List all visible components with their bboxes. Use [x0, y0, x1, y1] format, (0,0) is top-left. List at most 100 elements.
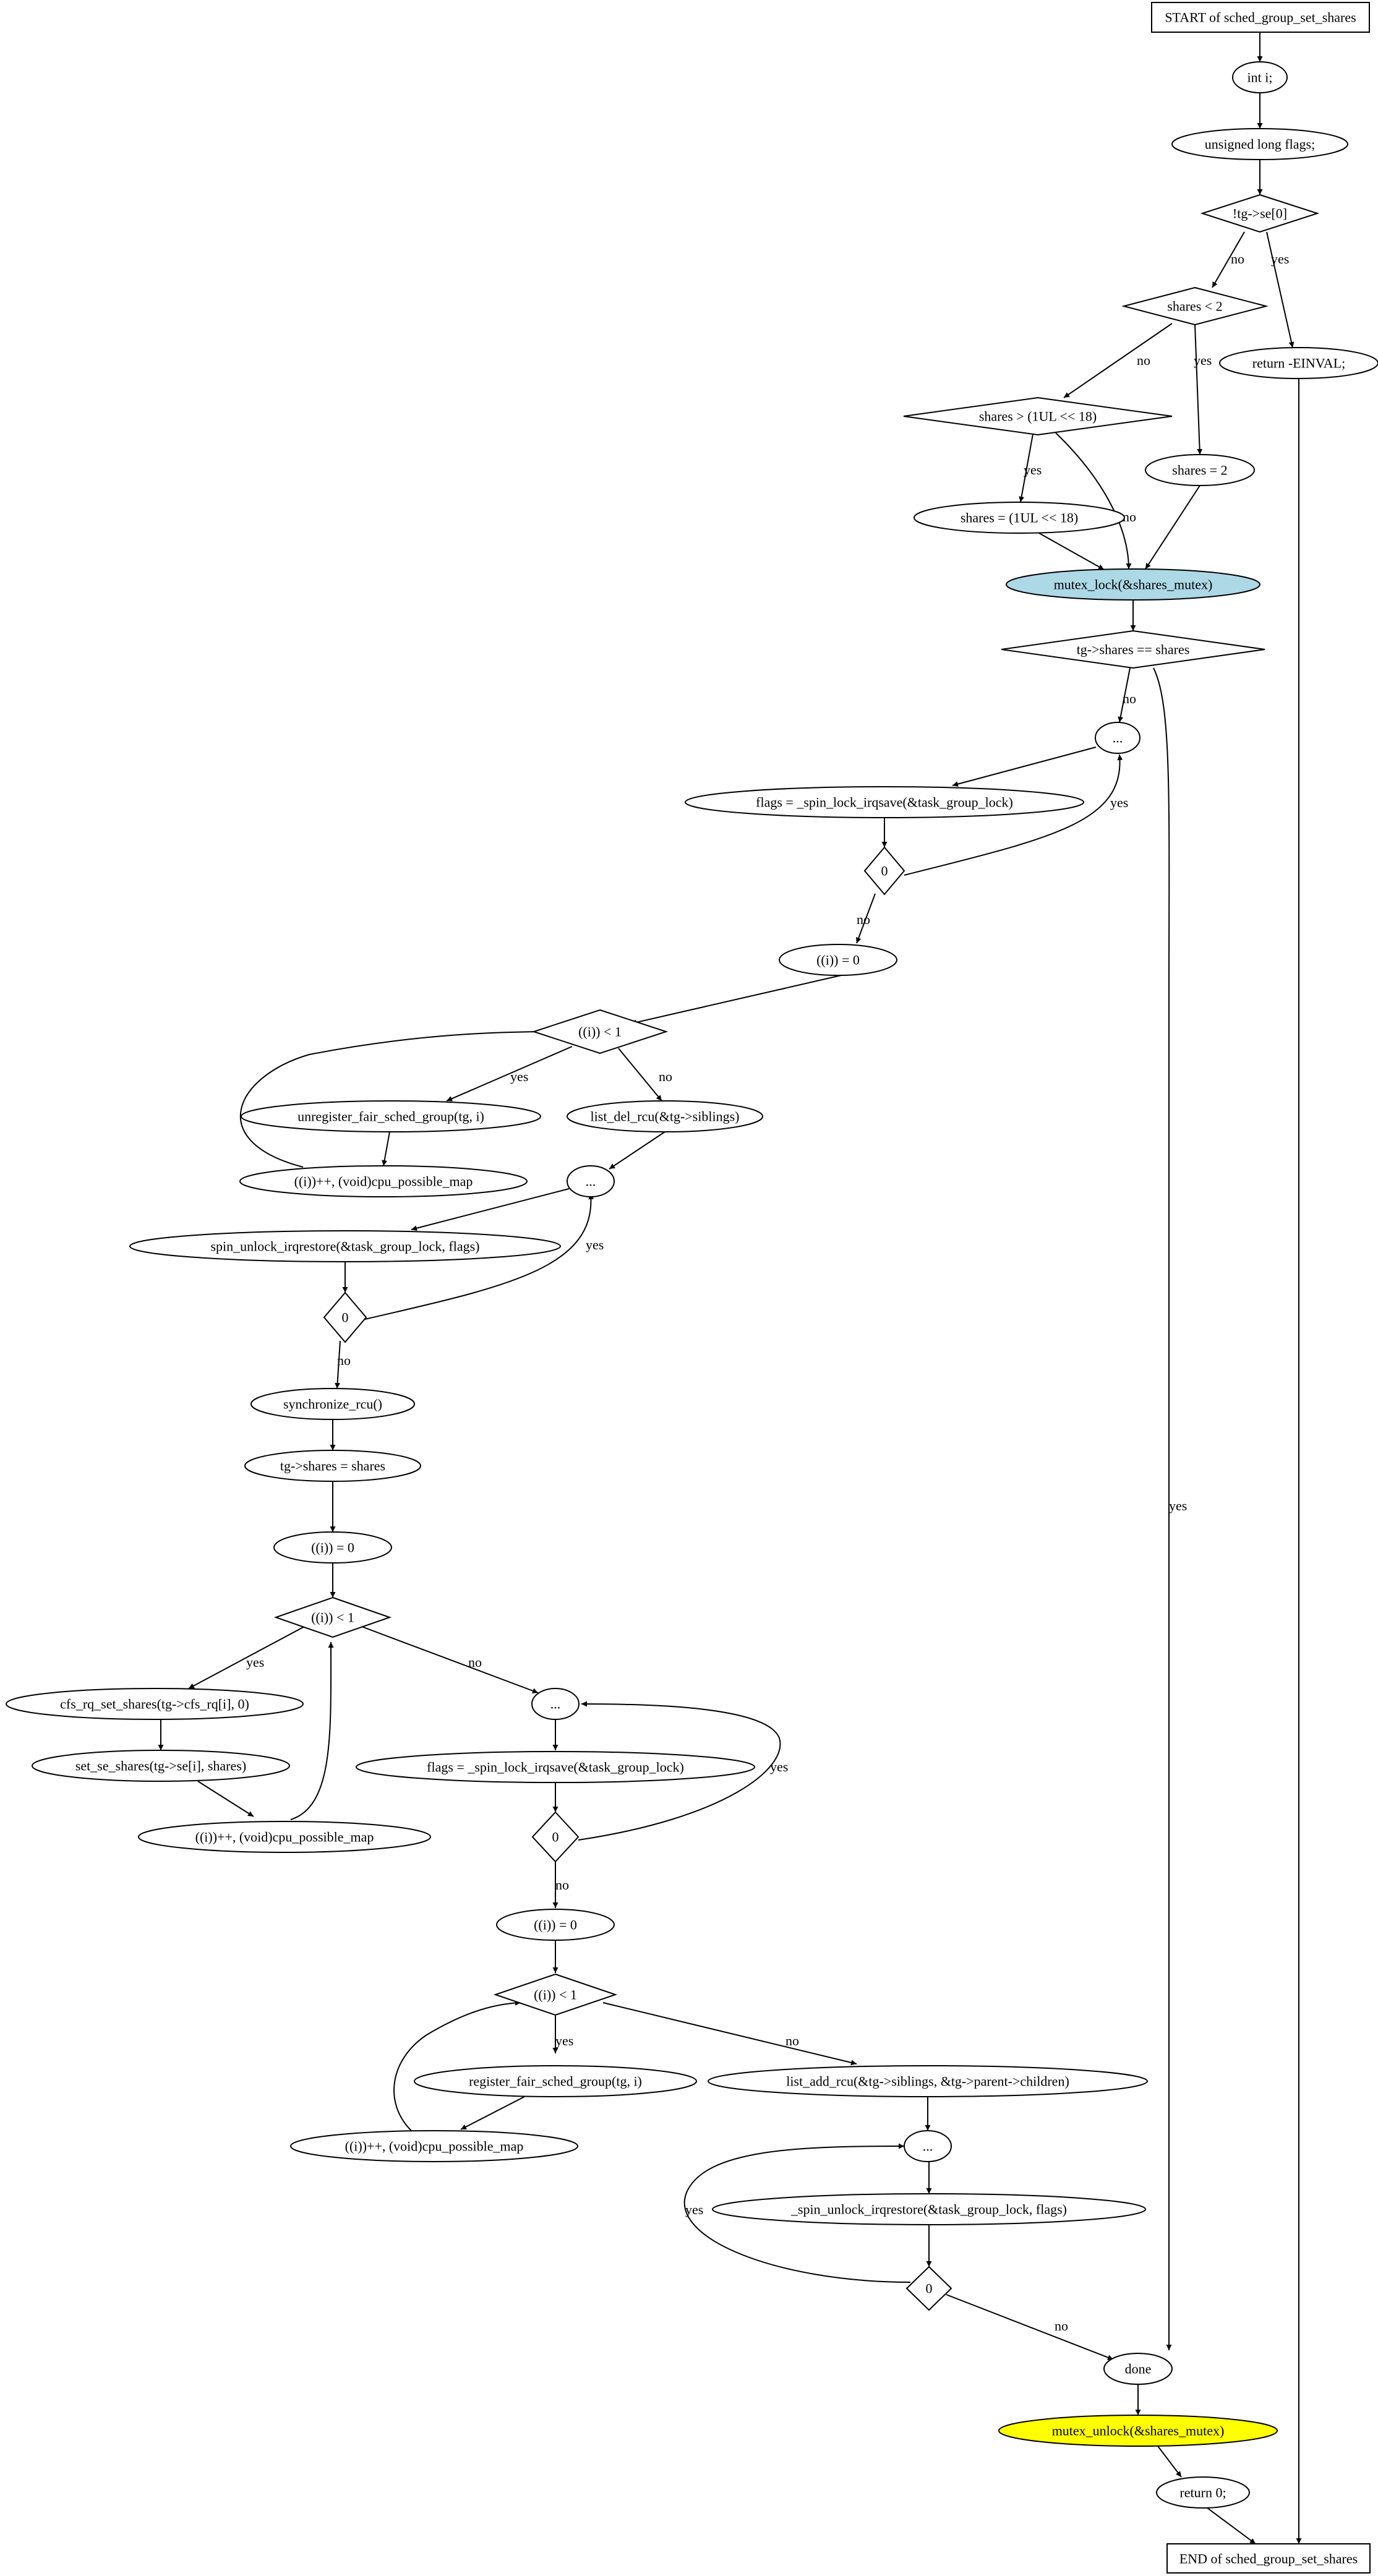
edge-condse-yes	[1266, 231, 1295, 348]
edge-labels: no yes no yes yes no no yes no yes no ye…	[246, 251, 1289, 2334]
edge-label-yes: yes	[1271, 251, 1289, 267]
cond-gt-node: shares > (1UL << 18)	[903, 396, 1173, 436]
dots1-node: ...	[1095, 722, 1140, 754]
dots3-node: ...	[531, 1688, 580, 1720]
edge-label-yes: yes	[510, 1069, 528, 1084]
cond-i1-label: ((i)) < 1	[578, 1024, 622, 1040]
edge-zero4-yes	[683, 2143, 911, 2283]
edge-label-yes: yes	[1194, 353, 1212, 368]
done-label: done	[1125, 2361, 1152, 2377]
edge-label-yes: yes	[555, 2033, 573, 2048]
edge-label-yes: yes	[1024, 462, 1042, 477]
spin-save2-node: flags = _spin_lock_irqsave(&task_group_l…	[356, 1751, 755, 1783]
edge-label-no: no	[785, 2033, 799, 2048]
edge-zero1-no	[855, 893, 876, 944]
edge-lt2-yes	[1194, 324, 1203, 455]
edge-set2-lock	[1145, 485, 1200, 570]
tg-shares-node: tg->shares = shares	[244, 1450, 421, 1482]
edge-setse-inc2	[197, 1781, 254, 1817]
end-label: END of sched_group_set_shares	[1179, 2551, 1358, 2567]
list-add-label: list_add_rcu(&tg->siblings, &tg->parent-…	[786, 2074, 1069, 2089]
done-node: done	[1103, 2353, 1173, 2385]
zero4-node: 0	[905, 2266, 952, 2311]
i0-3-node: ((i)) = 0	[496, 1909, 615, 1941]
list-add-node: list_add_rcu(&tg->siblings, &tg->parent-…	[708, 2065, 1148, 2097]
cond-eq-node: tg->shares == shares	[1001, 630, 1265, 669]
inc1-node: ((i))++, (void)cpu_possible_map	[239, 1165, 528, 1197]
edge-label-yes: yes	[685, 2202, 703, 2217]
cond-i1-node: ((i)) < 1	[531, 1009, 669, 1055]
list-del-label: list_del_rcu(&tg->siblings)	[591, 1109, 740, 1124]
edge-condi3-no	[602, 2002, 857, 2066]
zero2-node: 0	[323, 1291, 367, 1343]
set-max-node: shares = (1UL << 18)	[914, 502, 1125, 534]
edge-zero4-no	[946, 2294, 1114, 2360]
edge-register-inc3	[460, 2096, 525, 2130]
edge-label-yes: yes	[586, 1237, 604, 1252]
edge-gt-yes	[1019, 434, 1034, 503]
mutex-unlock-node: mutex_unlock(&shares_mutex)	[998, 2415, 1278, 2447]
cond-lt2-label: shares < 2	[1167, 299, 1222, 314]
spin-restore2-node: _spin_unlock_irqrestore(&task_group_lock…	[712, 2193, 1146, 2225]
edge-label-no: no	[1231, 251, 1244, 267]
set-se-label: set_se_shares(tg->se[i], shares)	[75, 1758, 246, 1774]
cond-gt-label: shares > (1UL << 18)	[979, 409, 1097, 424]
edge-unlock-ret0	[1157, 2445, 1182, 2478]
edge-condi2-no	[361, 1626, 539, 1694]
i0-2-node: ((i)) = 0	[273, 1531, 392, 1564]
edge-zero2-no	[335, 1340, 341, 1389]
mutex-lock-node: mutex_lock(&shares_mutex)	[1006, 568, 1260, 601]
edge-label-no: no	[555, 1877, 569, 1893]
cond-lt2-node: shares < 2	[1121, 286, 1269, 326]
edge-label-no: no	[857, 912, 870, 927]
set-max-label: shares = (1UL << 18)	[961, 510, 1078, 526]
int-i-label: int i;	[1247, 70, 1273, 85]
cfs-rq-node: cfs_rq_set_shares(tg->cfs_rq[i], 0)	[6, 1688, 304, 1720]
ret0-node: return 0;	[1156, 2476, 1250, 2509]
ret0-label: return 0;	[1179, 2485, 1226, 2501]
inc2-node: ((i))++, (void)cpu_possible_map	[138, 1821, 431, 1853]
edge-condi1-no	[618, 1048, 662, 1102]
inc1-label: ((i))++, (void)cpu_possible_map	[294, 1174, 473, 1189]
zero3-node: 0	[531, 1811, 580, 1863]
edge-label-yes: yes	[1110, 795, 1128, 810]
cond-se-label: !tg->se[0]	[1233, 206, 1287, 221]
edge-inc3-condi3	[393, 2000, 521, 2131]
inc3-node: ((i))++, (void)cpu_possible_map	[290, 2130, 578, 2162]
cond-eq-label: tg->shares == shares	[1077, 642, 1190, 657]
edge-inc1-condi1	[239, 1029, 554, 1168]
ret-einval-node: return -EINVAL;	[1219, 347, 1378, 379]
tg-shares-label: tg->shares = shares	[280, 1458, 385, 1474]
edge-label-no: no	[337, 1353, 351, 1368]
edge-inc2-condi2	[290, 1641, 334, 1820]
set2-node: shares = 2	[1145, 454, 1255, 486]
edge-condse-no	[1212, 231, 1245, 288]
set2-label: shares = 2	[1172, 463, 1227, 478]
dots2-label: ...	[586, 1174, 596, 1189]
register-node: register_fair_sched_group(tg, i)	[414, 2065, 697, 2097]
cfs-rq-label: cfs_rq_set_shares(tg->cfs_rq[i], 0)	[60, 1697, 249, 1712]
dots4-node: ...	[904, 2130, 952, 2162]
spin-save1-node: flags = _spin_lock_irqsave(&task_group_l…	[685, 786, 1084, 818]
edge-ret0-end	[1207, 2507, 1256, 2544]
i0-1-label: ((i)) = 0	[816, 952, 860, 968]
spin-save1-label: flags = _spin_lock_irqsave(&task_group_l…	[756, 795, 1013, 810]
edge-dots1-save1	[952, 747, 1097, 787]
dots2-node: ...	[567, 1165, 615, 1197]
nodes: START of sched_group_set_shares int i; u…	[6, 2, 1378, 2574]
cond-i2-label: ((i)) < 1	[311, 1610, 354, 1625]
edge-listdel-dots2	[609, 1131, 665, 1170]
edge-label-yes: yes	[1169, 1498, 1187, 1513]
i0-1-node: ((i)) = 0	[779, 944, 897, 976]
list-del-node: list_del_rcu(&tg->siblings)	[567, 1100, 763, 1132]
edge-label-yes: yes	[246, 1654, 264, 1670]
dots4-label: ...	[923, 2139, 933, 2154]
edge-unreg-inc1	[382, 1131, 390, 1166]
set-se-node: set_se_shares(tg->se[i], shares)	[32, 1750, 290, 1782]
mutex-lock-label: mutex_lock(&shares_mutex)	[1054, 577, 1213, 593]
edge-condi1-yes	[446, 1046, 573, 1102]
cond-i3-label: ((i)) < 1	[534, 1987, 577, 2003]
zero4-label: 0	[926, 2281, 933, 2296]
edge-label-no: no	[1123, 691, 1136, 706]
end-node: END of sched_group_set_shares	[1166, 2543, 1371, 2574]
